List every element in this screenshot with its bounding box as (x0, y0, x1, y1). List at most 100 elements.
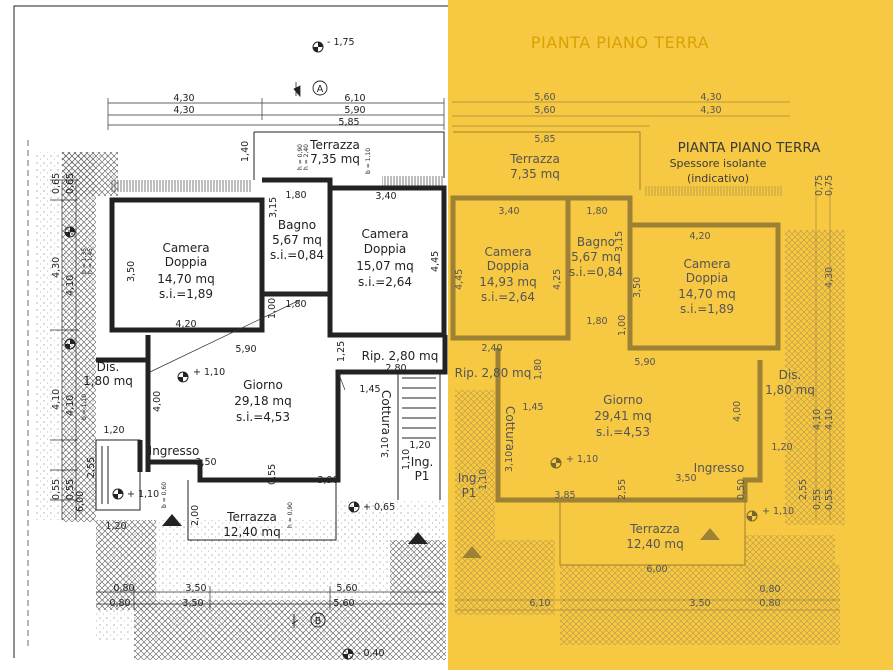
level-entry: + 1,10 (127, 489, 159, 500)
terrazza-bottom-outline (187, 480, 337, 541)
window-tag-3: h = 2,40 (303, 144, 310, 170)
r-dim-in-385: 3,85 (554, 490, 575, 501)
r-dim-in-350: 3,50 (632, 277, 643, 298)
r-room-rip-label: Rip. 2,80 mq (455, 366, 532, 380)
dim-bot-r1a: 0,80 (113, 583, 134, 594)
section-marker-a: A (293, 80, 328, 98)
stair-steps (402, 377, 436, 439)
r-dim-bot-080a: 0,80 (759, 584, 780, 595)
r-level-entry: + 1,10 (762, 506, 794, 517)
svg-text:Bagno: Bagno (278, 218, 316, 232)
svg-text:14,70 mq: 14,70 mq (157, 272, 214, 286)
r-dim-in-180c: 1,80 (533, 359, 544, 380)
r-dim-right-1: 0,75 (824, 175, 835, 196)
svg-text:s.i.=0,84: s.i.=0,84 (270, 248, 324, 262)
window-tag-5: b = 0,60 (161, 482, 168, 508)
window-tag-0: b = 1,35 (81, 248, 88, 274)
svg-text:s.i.=4,53: s.i.=4,53 (236, 410, 290, 424)
dim-in-310: 3,10 (380, 437, 391, 458)
dim-in-340: 3,40 (375, 191, 396, 202)
r-dim-in-050: 0,50 (736, 479, 747, 500)
dim-top-r2a: 4,30 (173, 105, 194, 116)
dim-left-0: 0,65 (51, 173, 62, 194)
svg-text:s.i.=2,64: s.i.=2,64 (481, 290, 535, 304)
room-camera-right-label: Camera Doppia 15,07 mq s.i.=2,64 (356, 227, 413, 289)
dim-in-110: 1,10 (401, 449, 412, 470)
room-terrazza-top-label: Terrazza 7,35 mq (309, 138, 360, 166)
r-level-giorno: + 1,10 (566, 454, 598, 465)
dim-in-100: 1,00 (267, 298, 278, 319)
r-room-terrazza-bottom-label: Terrazza 12,40 mq (626, 522, 683, 551)
level-symbol-top: - 1,75 (312, 37, 355, 53)
marker-b-label: B (315, 616, 322, 627)
level-symbol-door: + 0,65 (348, 501, 395, 513)
r-dim-right-7: 0,55 (824, 489, 835, 510)
svg-text:s.i.=0,84: s.i.=0,84 (569, 265, 623, 279)
window-tag-7: b = 1,10 (81, 394, 88, 420)
marker-a-label: A (317, 84, 324, 95)
r-dim-in-255: 2,55 (617, 479, 628, 500)
r-dim-in-120: 1,20 (771, 442, 792, 453)
plan-title: PIANTA PIANO TERRA (678, 140, 822, 156)
svg-text:5,67 mq: 5,67 mq (272, 233, 322, 247)
level-door: + 0,65 (363, 502, 395, 513)
room-rip-label: Rip. 2,80 mq (362, 349, 439, 363)
room-terrazza-bottom-label: Terrazza 12,40 mq (223, 510, 280, 539)
r-dim-bot-610: 6,10 (529, 598, 550, 609)
svg-text:Dis.: Dis. (97, 360, 120, 374)
dim-left-7: 0,55 (51, 479, 62, 500)
svg-text:1,80 mq: 1,80 mq (83, 374, 133, 388)
r-room-ingresso-label: Ingresso (694, 461, 745, 475)
wall-camera-left (109, 197, 265, 333)
right-plan: PIANTA PIANO TERRA PIANTA PIANO TERRA Sp… (448, 0, 893, 670)
svg-text:P1: P1 (415, 469, 430, 483)
level-bottom: - 0,40 (357, 648, 385, 659)
svg-text:Camera: Camera (162, 241, 209, 255)
dim-left-6: 2,55 (86, 457, 97, 478)
r-dim-bot-080b: 0,80 (759, 598, 780, 609)
level-symbol-entry: + 1,10 (112, 488, 159, 500)
room-divider-lines (149, 293, 346, 391)
dim-top-r2b: 5,90 (344, 105, 365, 116)
dim-in-120b: 1,20 (409, 440, 430, 451)
window-tag-6: h = 0,90 (287, 502, 294, 528)
r-room-terrazza-top-label: Terrazza 7,35 mq (509, 152, 560, 181)
r-dim-in-350b: 3,50 (675, 473, 696, 484)
svg-text:29,18 mq: 29,18 mq (234, 394, 291, 408)
left-plan: A B - 1,75 + 1,10 + 1,10 + 0,65 (13, 5, 448, 660)
insulation-note-line1: Spessore isolante (670, 157, 767, 170)
dim-bot-r2b: 3,50 (182, 598, 203, 609)
r-dim-top-r2a: 5,60 (534, 105, 555, 116)
wall-dis (96, 327, 148, 363)
r-dim-right-4: 4,10 (824, 409, 835, 430)
svg-text:7,35 mq: 7,35 mq (510, 167, 560, 181)
window-tag-4: b = 1,10 (365, 148, 372, 174)
r-dim-in-180a: 1,80 (586, 206, 607, 217)
room-bagno-label: Bagno 5,67 mq s.i.=0,84 (270, 218, 324, 262)
r-dim-in-100: 1,00 (617, 315, 628, 336)
paving-hatch-left (62, 152, 96, 522)
level-symbol-dis (64, 226, 76, 350)
svg-text:Terrazza: Terrazza (309, 138, 360, 152)
dim-in-420: 4,20 (175, 319, 196, 330)
dim-in-400: 4,00 (152, 391, 163, 412)
r-dim-in-590: 5,90 (634, 357, 655, 368)
paving-hatch-bottom (96, 520, 156, 610)
paving-hatch-topleft (62, 152, 118, 196)
r-dim-top-r1a: 5,60 (534, 92, 555, 103)
svg-text:14,70 mq: 14,70 mq (678, 287, 735, 301)
room-ingresso-label: Ingresso (149, 444, 200, 458)
paving-hatch-bottom2 (134, 600, 446, 660)
svg-text:12,40 mq: 12,40 mq (626, 537, 683, 551)
level-top: - 1,75 (327, 37, 355, 48)
r-dim-in-340: 3,40 (498, 206, 519, 217)
dim-left-2: 4,30 (51, 257, 62, 278)
r-dim-in-315: 3,15 (614, 231, 625, 252)
dim-bot-r1b: 3,50 (185, 583, 206, 594)
dim-in-445: 4,45 (430, 251, 441, 272)
dim-in-180b: 1,80 (285, 299, 306, 310)
room-ing-p1-label: Ing. P1 (411, 455, 434, 483)
svg-text:Camera: Camera (683, 257, 730, 271)
svg-text:Dis.: Dis. (779, 368, 802, 382)
room-dis-label: Dis. 1,80 mq (83, 360, 133, 388)
